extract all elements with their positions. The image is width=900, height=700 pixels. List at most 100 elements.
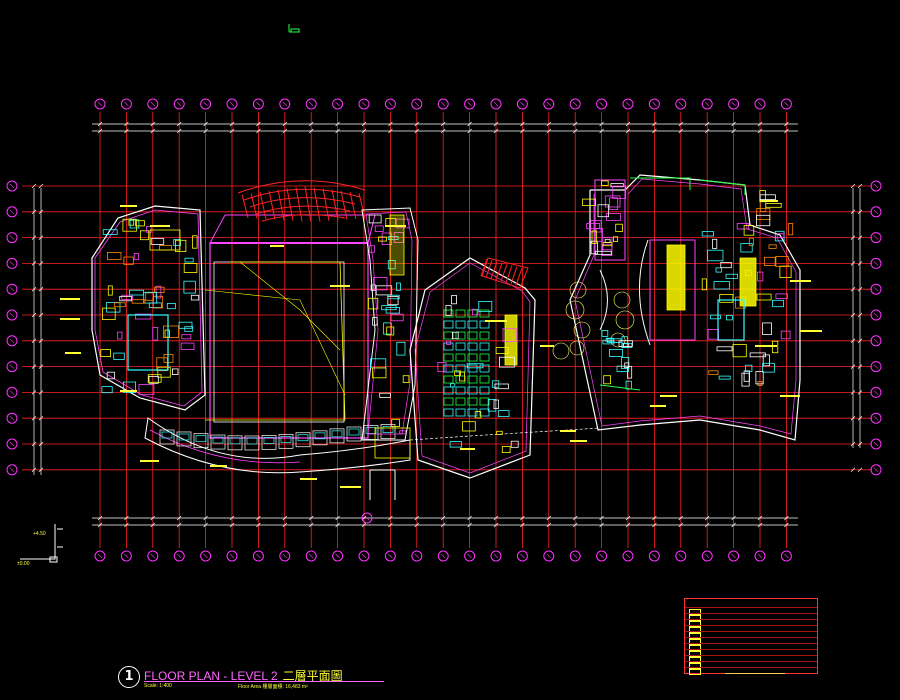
fixture xyxy=(478,301,493,312)
annotation xyxy=(540,345,554,347)
legend-row xyxy=(685,667,817,675)
fixture xyxy=(749,352,766,358)
fixture xyxy=(743,370,750,382)
grid-bubble xyxy=(6,180,18,192)
fixture xyxy=(720,261,732,269)
fixture xyxy=(372,277,388,291)
fixture xyxy=(372,317,378,326)
fixture xyxy=(157,366,171,378)
grid-bubble xyxy=(622,98,634,110)
fixture xyxy=(666,244,686,311)
fixture xyxy=(716,346,733,352)
annotation xyxy=(800,330,822,332)
grid-bubble xyxy=(252,550,264,562)
fixture xyxy=(280,435,292,443)
fixture xyxy=(609,348,624,357)
annotation xyxy=(385,225,406,227)
grid-bubble xyxy=(516,550,528,562)
seat xyxy=(455,353,466,362)
grid-bubble xyxy=(569,550,581,562)
fixture xyxy=(775,293,788,299)
grid-bubble xyxy=(94,550,106,562)
grid-bubble xyxy=(94,98,106,110)
legend-key xyxy=(689,657,701,663)
seat xyxy=(467,408,478,417)
fixture xyxy=(499,356,515,368)
fixture xyxy=(501,446,511,453)
seat xyxy=(455,408,466,417)
legend-value xyxy=(725,668,785,674)
fixture xyxy=(152,295,164,309)
fixture xyxy=(148,376,159,384)
seat xyxy=(443,386,454,395)
grid-bubble xyxy=(6,386,18,398)
fixture xyxy=(368,245,375,253)
grid-bubble xyxy=(6,309,18,321)
annotation xyxy=(485,320,507,322)
fixture xyxy=(762,354,770,367)
fixture xyxy=(374,225,384,232)
grid-bubble xyxy=(6,232,18,244)
grid-bubble xyxy=(305,550,317,562)
fixture xyxy=(621,342,633,348)
center-canopy xyxy=(480,257,529,289)
seat xyxy=(455,342,466,351)
fixture xyxy=(472,308,479,316)
drawing-title-zh: 二層平面圖 xyxy=(282,669,343,683)
fixture xyxy=(582,198,596,207)
fixture xyxy=(715,267,722,273)
fixture xyxy=(180,342,195,350)
legend-key xyxy=(689,621,701,627)
fixture xyxy=(113,352,125,360)
center-block-outline xyxy=(409,257,601,479)
fixture xyxy=(745,364,753,372)
seat xyxy=(479,364,490,373)
fixture xyxy=(590,220,602,233)
seat xyxy=(467,364,478,373)
grid-bubble xyxy=(870,283,882,295)
fixture xyxy=(437,361,447,373)
legend-key xyxy=(689,633,701,639)
fixture xyxy=(710,314,721,320)
room xyxy=(176,431,192,447)
seat xyxy=(443,342,454,351)
legend-key xyxy=(689,609,701,615)
fixture xyxy=(466,363,484,369)
seat xyxy=(479,331,490,340)
core-fixtures xyxy=(367,214,411,459)
landscape-trees xyxy=(552,281,635,360)
fixture xyxy=(612,185,627,199)
grid-bubble xyxy=(870,309,882,321)
fixture xyxy=(171,368,179,375)
fixture xyxy=(128,219,135,226)
fixture xyxy=(627,366,633,379)
fixture xyxy=(459,371,465,382)
seat xyxy=(455,386,466,395)
fixture xyxy=(451,295,457,305)
north-marker xyxy=(288,24,300,33)
annotation xyxy=(760,200,778,202)
seat xyxy=(467,342,478,351)
seat xyxy=(443,375,454,384)
fixture xyxy=(779,265,792,278)
fixture xyxy=(147,374,162,383)
fixture xyxy=(601,329,609,337)
seat xyxy=(479,375,490,384)
annotation xyxy=(570,440,587,442)
fixture xyxy=(625,380,632,390)
west-wing-fixtures xyxy=(100,218,200,395)
grid-bubble xyxy=(543,550,555,562)
fixture xyxy=(713,281,730,290)
grid-bubble xyxy=(226,550,238,562)
east-wing-green-lines xyxy=(599,177,746,391)
svg-text:±0.00: ±0.00 xyxy=(17,561,30,567)
fixture xyxy=(385,307,400,314)
seat xyxy=(479,342,490,351)
legend-key xyxy=(689,669,701,675)
grid-bubble xyxy=(6,361,18,373)
annotation xyxy=(270,245,284,247)
fixture xyxy=(368,214,382,224)
fixture xyxy=(591,230,597,244)
